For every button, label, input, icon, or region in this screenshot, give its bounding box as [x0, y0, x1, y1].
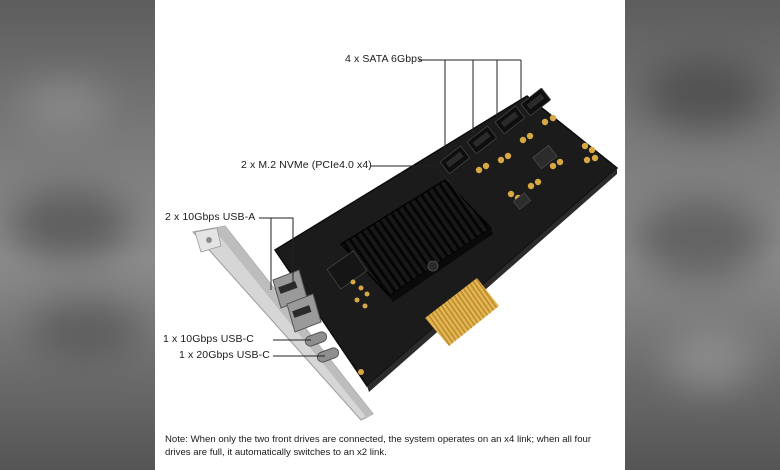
- sata-callout-label: 4 x SATA 6Gbps: [345, 53, 423, 65]
- usb-c-10gbps-port: [304, 331, 328, 347]
- blurred-background-right: [625, 0, 780, 470]
- sata-connectors: [440, 87, 551, 174]
- compatibility-note: Note: When only the two front drives are…: [165, 434, 592, 458]
- usb-c-20gbps-callout-label: 1 x 20Gbps USB-C: [179, 349, 270, 361]
- blurred-background-left: [0, 0, 155, 470]
- nvme-callout-label: 2 x M.2 NVMe (PCIe4.0 x4): [241, 159, 372, 171]
- pcie-gold-fingers: [425, 278, 499, 346]
- controller-chip: [532, 144, 558, 170]
- usb-c-10gbps-callout-label: 1 x 10Gbps USB-C: [163, 333, 254, 345]
- heatsink: [340, 179, 493, 302]
- expansion-card-illustration: [192, 59, 619, 421]
- usb-c-20gbps-port: [316, 347, 340, 363]
- usb-a-port-2: [286, 293, 322, 333]
- chip: [512, 192, 532, 210]
- usb-a-callout-label: 2 x 10Gbps USB-A: [165, 211, 256, 223]
- product-image-panel: 4 x SATA 6Gbps 2 x M.2 NVMe (PCIe4.0 x4)…: [155, 0, 625, 470]
- callout-lines: [259, 59, 522, 357]
